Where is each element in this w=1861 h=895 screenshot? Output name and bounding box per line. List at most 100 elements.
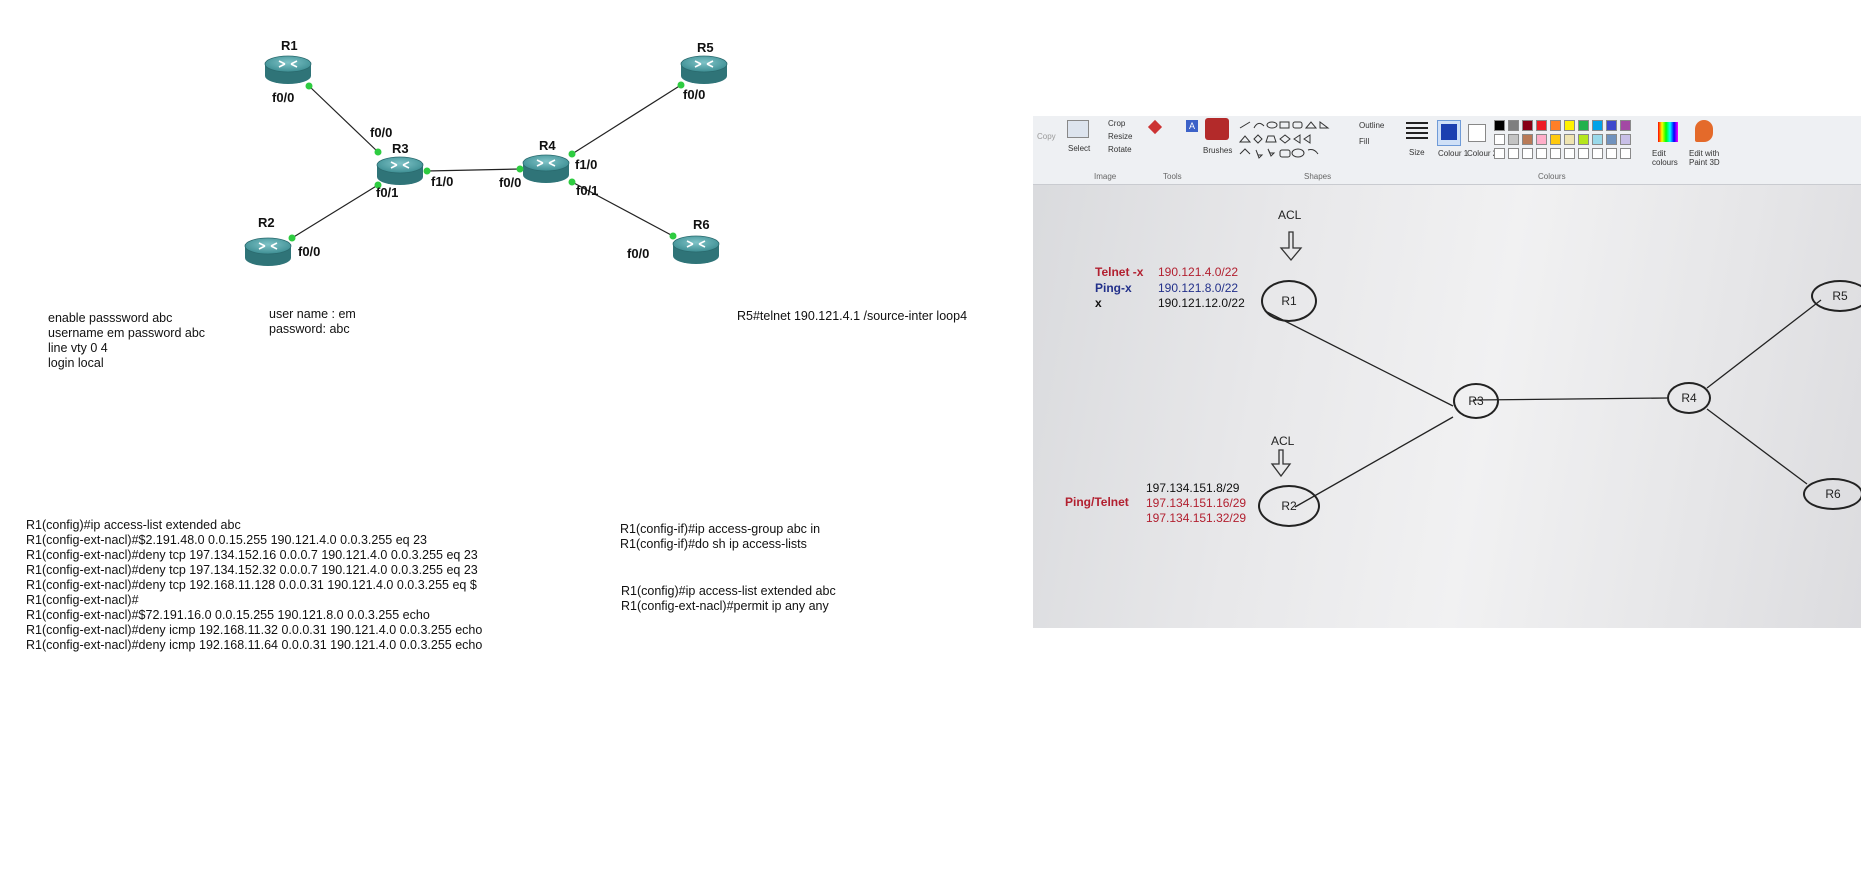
palette-swatch[interactable] (1578, 120, 1589, 131)
permit-line: R1(config-ext-nacl)#permit ip any any (621, 599, 829, 613)
palette-swatch[interactable] (1564, 120, 1575, 131)
palette-swatch-empty[interactable] (1550, 148, 1561, 159)
palette-swatch[interactable] (1494, 134, 1505, 145)
palette-swatch[interactable] (1550, 134, 1561, 145)
palette-swatch[interactable] (1578, 134, 1589, 145)
colour1-label[interactable]: Colour 1 (1438, 149, 1469, 158)
resize-label[interactable]: Resize (1108, 132, 1133, 141)
palette-swatch[interactable] (1536, 120, 1547, 131)
router-r2-icon[interactable] (244, 237, 292, 267)
telnet-deny-label: Telnet -x (1095, 265, 1144, 279)
photo-node-r5: R5 (1811, 280, 1861, 312)
if-line: R1(config-if)#do sh ip access-lists (620, 537, 807, 551)
shapes-group-label: Shapes (1304, 172, 1332, 181)
palette-swatch-empty[interactable] (1522, 148, 1533, 159)
brushes-label[interactable]: Brushes (1203, 146, 1233, 155)
router-r6-icon[interactable] (672, 235, 720, 265)
palette-swatch[interactable] (1564, 134, 1575, 145)
port-label-r4-f01: f0/1 (576, 183, 599, 198)
shapes-gallery-icon[interactable] (1238, 120, 1348, 162)
acl-line: R1(config-ext-nacl)#deny tcp 197.134.152… (26, 548, 478, 562)
palette-swatch[interactable] (1592, 134, 1603, 145)
edit-colours-icon[interactable] (1658, 122, 1678, 142)
palette-swatch[interactable] (1606, 120, 1617, 131)
colour2-swatch[interactable] (1468, 124, 1486, 142)
port-label-r4-f10: f1/0 (575, 157, 598, 172)
text-tool-icon[interactable]: A (1186, 120, 1198, 132)
paint3d-icon[interactable] (1695, 120, 1713, 142)
port-dot (568, 150, 576, 158)
router-r1-icon[interactable] (264, 55, 312, 85)
photo-diagram-lines (1264, 231, 1822, 508)
image-group-label: Image (1094, 172, 1117, 181)
src-net-3: 197.134.151.32/29 (1146, 511, 1247, 525)
config-line: enable passsword abc (48, 311, 173, 325)
palette-swatch-empty[interactable] (1606, 148, 1617, 159)
palette-swatch-empty[interactable] (1578, 148, 1589, 159)
palette-swatch[interactable] (1620, 134, 1631, 145)
palette-swatch[interactable] (1550, 120, 1561, 131)
colour1-swatch[interactable] (1437, 120, 1461, 146)
palette-swatch-empty[interactable] (1620, 148, 1631, 159)
copy-label[interactable]: Copy (1037, 132, 1056, 141)
palette-swatch[interactable] (1494, 120, 1505, 131)
palette-swatch-empty[interactable] (1508, 148, 1519, 159)
link-r4-r5 (571, 84, 682, 155)
paint3d-label[interactable]: Edit with Paint 3D (1689, 149, 1720, 167)
link-r4-r6 (571, 181, 674, 237)
colour-palette (1494, 120, 1654, 164)
rotate-label[interactable]: Rotate (1108, 145, 1132, 154)
router-r2-label: R2 (258, 215, 275, 230)
palette-swatch[interactable] (1508, 120, 1519, 131)
palette-swatch-empty[interactable] (1494, 148, 1505, 159)
palette-swatch[interactable] (1592, 120, 1603, 131)
crop-label[interactable]: Crop (1108, 119, 1126, 128)
paint-diagram-photo: Copy Select Crop Resize Rotate Image A T… (1033, 116, 1861, 628)
size-icon[interactable] (1406, 122, 1428, 140)
palette-swatch[interactable] (1522, 120, 1533, 131)
acl-top-label: ACL (1278, 208, 1302, 222)
link-r1-r3 (308, 85, 379, 153)
router-r4-label: R4 (539, 138, 556, 153)
palette-swatch[interactable] (1620, 120, 1631, 131)
port-label-r4-f00: f0/0 (499, 175, 522, 190)
colour2-label[interactable]: Colour 2 (1467, 149, 1498, 158)
acl-line: R1(config-ext-nacl)#deny icmp 192.168.11… (26, 638, 483, 652)
router-r5-icon[interactable] (680, 55, 728, 85)
size-label[interactable]: Size (1409, 148, 1425, 157)
config-line: login local (48, 356, 104, 370)
select-icon[interactable] (1067, 120, 1089, 138)
palette-swatch[interactable] (1522, 134, 1533, 145)
outline-label[interactable]: Outline (1359, 121, 1385, 130)
fill-label[interactable]: Fill (1359, 137, 1370, 146)
acl-line: R1(config-ext-nacl)#deny icmp 192.168.11… (26, 623, 483, 637)
brushes-icon[interactable] (1205, 118, 1229, 140)
edit-colours-label[interactable]: Edit colours (1652, 149, 1678, 167)
palette-swatch[interactable] (1606, 134, 1617, 145)
router-r4-icon[interactable] (522, 154, 570, 184)
palette-swatch[interactable] (1508, 134, 1519, 145)
permit-command-block: R1(config)#ip access-list extended abc R… (621, 584, 836, 614)
router-r1-label: R1 (281, 38, 298, 53)
link-r2-r3 (291, 184, 379, 239)
port-label-r5-f00: f0/0 (683, 87, 706, 102)
credential-line: user name : em (269, 307, 356, 321)
acl-line: R1(config)#ip access-list extended abc (26, 518, 241, 532)
photo-node-r6: R6 (1803, 478, 1861, 510)
interface-command-block: R1(config-if)#ip access-group abc in R1(… (620, 522, 820, 552)
palette-swatch-empty[interactable] (1536, 148, 1547, 159)
acl-command-block: R1(config)#ip access-list extended abc R… (26, 518, 482, 653)
acl-line: R1(config-ext-nacl)# (26, 593, 139, 607)
port-dot (516, 165, 524, 173)
palette-swatch-empty[interactable] (1592, 148, 1603, 159)
port-dot (374, 181, 382, 189)
photo-node-r1: R1 (1261, 280, 1317, 322)
acl-line: R1(config-ext-nacl)#deny tcp 192.168.11.… (26, 578, 477, 592)
router-r3-icon[interactable] (376, 156, 424, 186)
photo-node-r3: R3 (1453, 383, 1499, 419)
palette-swatch-empty[interactable] (1564, 148, 1575, 159)
select-label[interactable]: Select (1068, 144, 1091, 153)
palette-swatch[interactable] (1536, 134, 1547, 145)
config-line: username em password abc (48, 326, 206, 340)
colours-group-label: Colours (1538, 172, 1566, 181)
